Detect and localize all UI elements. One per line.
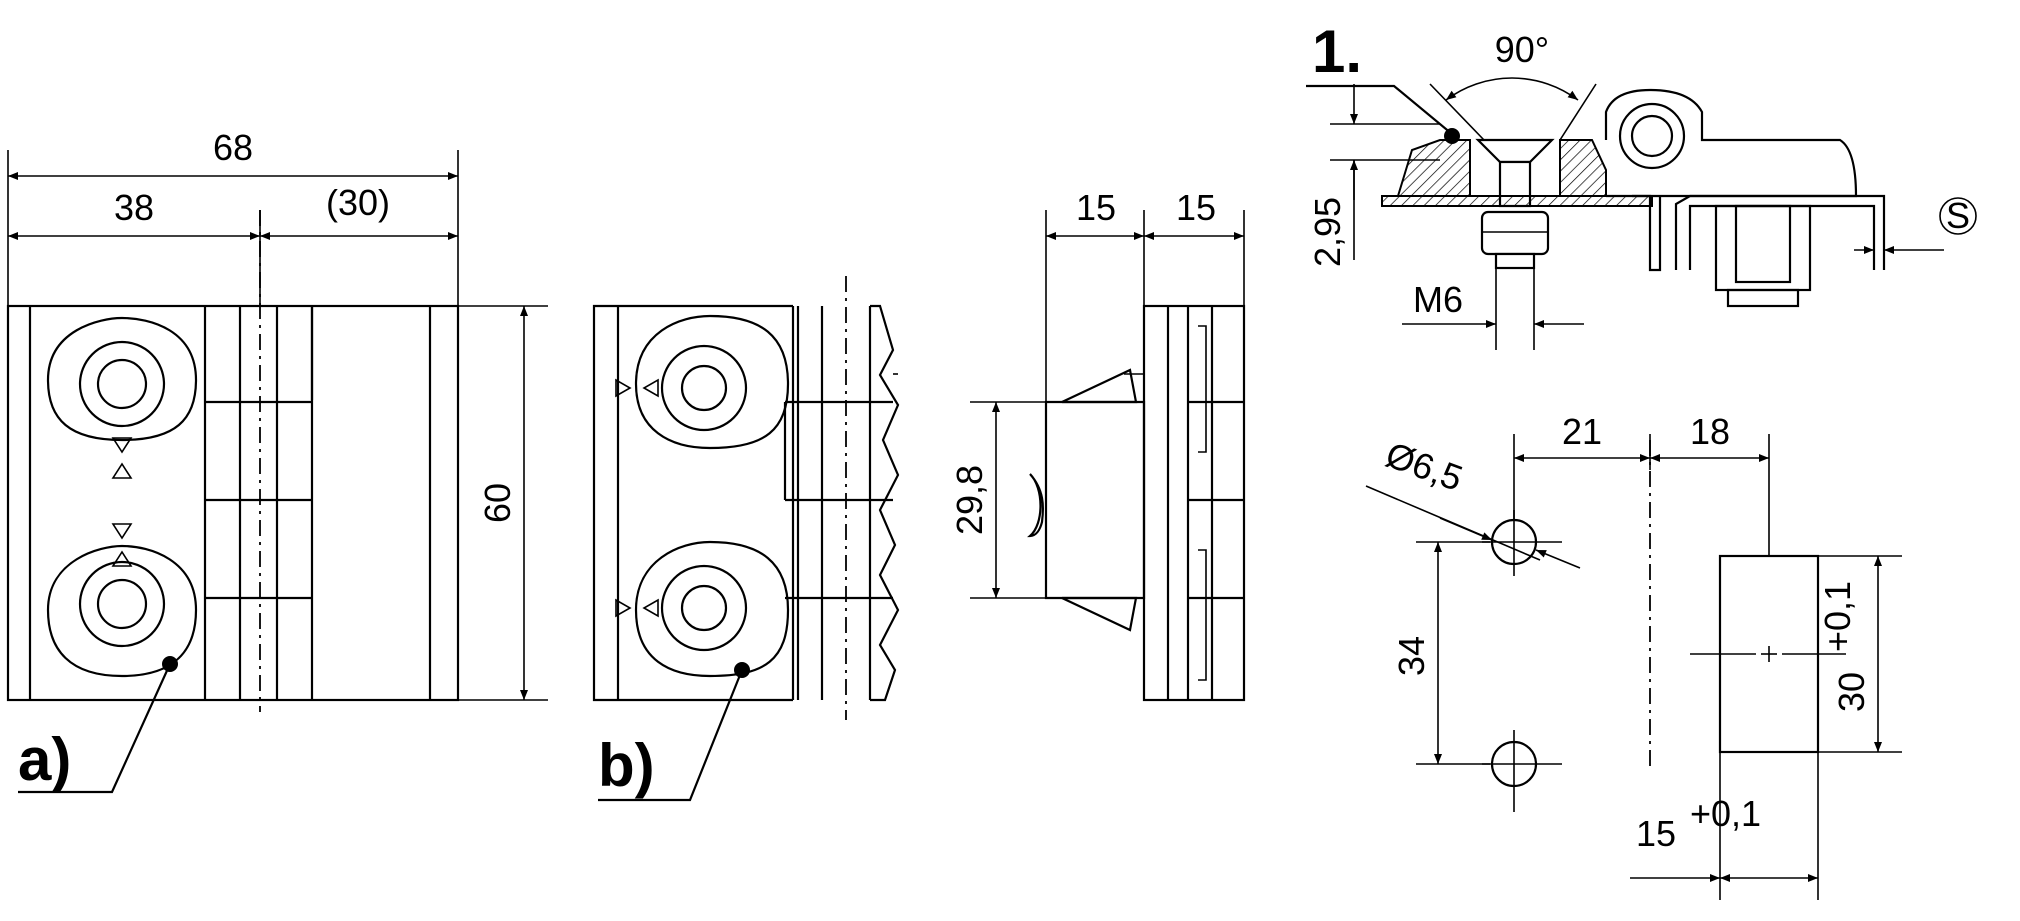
countersunk-screw-head — [1475, 138, 1555, 164]
dim-30: 30 — [1831, 672, 1872, 712]
dim-30-tol: +0,1 — [1817, 581, 1858, 652]
dim-15-right: 15 — [1176, 187, 1216, 228]
housing-left-hatch — [1396, 139, 1471, 197]
latch-body — [1044, 400, 1146, 600]
latch-grip — [1027, 473, 1045, 538]
dim-29-8: 29,8 — [949, 465, 990, 535]
nut-m6 — [1480, 210, 1550, 256]
sheet-thickness-symbol — [1939, 197, 1977, 235]
hinge-a-outline — [6, 304, 460, 702]
dim-38: 38 — [114, 187, 154, 228]
knuckle-housing — [1604, 88, 1858, 198]
leader-b — [598, 669, 744, 802]
dim-15-tol: +0,1 — [1690, 793, 1761, 834]
dim-15: 15 — [1636, 813, 1676, 854]
break-line-b — [870, 304, 900, 702]
housing-right-hatch — [1559, 139, 1607, 197]
view-a-label: a) — [18, 726, 71, 793]
svg-text:S: S — [1946, 195, 1970, 236]
view-b-label: b) — [598, 732, 655, 799]
hole-pattern: Ø6,5 21 18 34 30 +0,1 15 +0,1 — [1365, 411, 1902, 900]
dim-30-ref: (30) — [326, 182, 390, 223]
dim-90-deg: 90° — [1495, 29, 1549, 70]
panel-sheet — [1381, 195, 1653, 207]
dim-2-95: 2,95 — [1307, 197, 1348, 267]
screw-pad-b-top — [615, 314, 790, 450]
dim-18: 18 — [1690, 411, 1730, 452]
dim-34: 34 — [1391, 636, 1432, 676]
dim-15-left: 15 — [1076, 187, 1116, 228]
leader-a — [18, 663, 172, 794]
dim-68: 68 — [213, 127, 253, 168]
latch-slot — [1714, 204, 1812, 292]
screw-pad-a-top — [46, 316, 198, 479]
dim-21: 21 — [1562, 411, 1602, 452]
screw-pad-a-bottom — [46, 523, 198, 678]
detail-section: 1. 90° S — [1306, 18, 1977, 350]
view-b: b) — [592, 276, 900, 802]
side-plate — [1142, 304, 1246, 702]
dim-60: 60 — [477, 483, 518, 523]
view-a: a) 68 38 (30) 60 — [6, 127, 548, 794]
side-view: 15 15 29,8 — [949, 187, 1246, 702]
detail-label: 1. — [1312, 18, 1362, 85]
dim-dia-6-5: Ø6,5 — [1381, 434, 1468, 499]
dim-m6: M6 — [1413, 279, 1463, 320]
screw-pad-b-bottom — [615, 540, 790, 678]
